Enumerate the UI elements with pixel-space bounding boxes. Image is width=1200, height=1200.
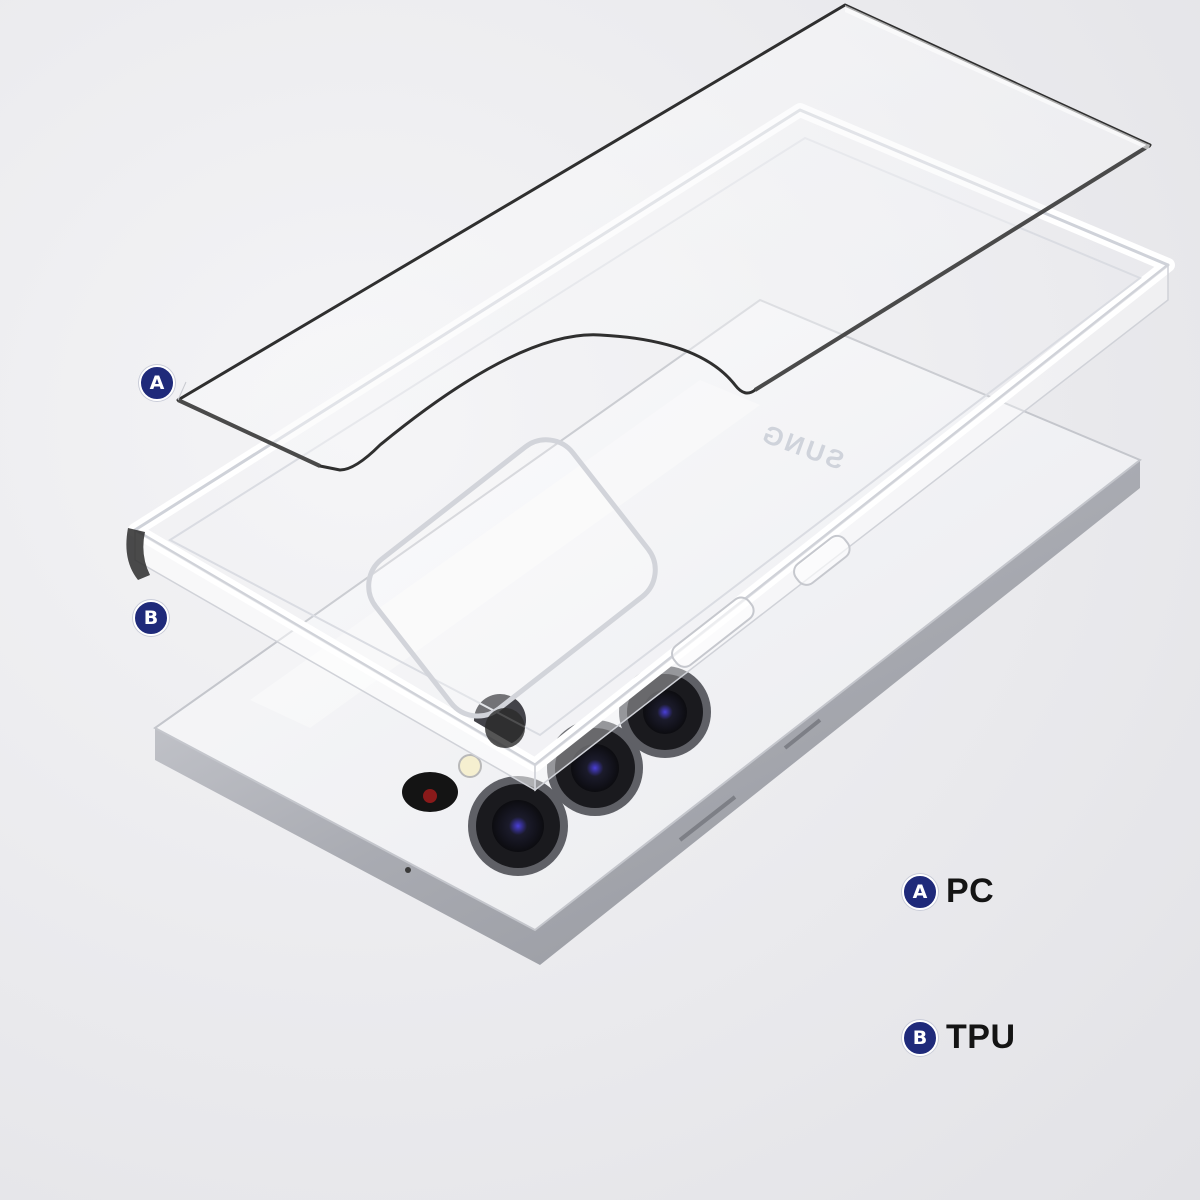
phone-frame (155, 460, 1140, 965)
corner-camera-ring (485, 708, 525, 748)
side-button (678, 795, 737, 842)
legend-badge-a: A (902, 873, 938, 910)
button-cover (793, 534, 851, 586)
microphone-hole (405, 867, 411, 873)
legend-item-tpu: B TPU (902, 1018, 1016, 1057)
callout-badge-a: A (139, 365, 175, 401)
pc-back-plate (176, 3, 1152, 472)
legend-label-pc: PC (946, 872, 995, 910)
legend-badge-b: B (902, 1019, 938, 1056)
side-button (783, 718, 822, 750)
callout-badge-b: B (133, 600, 169, 636)
legend-label-tpu: TPU (946, 1018, 1016, 1056)
button-cover (671, 596, 755, 668)
camera-lens (468, 776, 568, 876)
phone-body: SUNG (153, 298, 1142, 965)
flash-icon (458, 754, 482, 778)
legend-item-pc: A PC (902, 872, 994, 911)
camera-cutout (366, 437, 658, 719)
